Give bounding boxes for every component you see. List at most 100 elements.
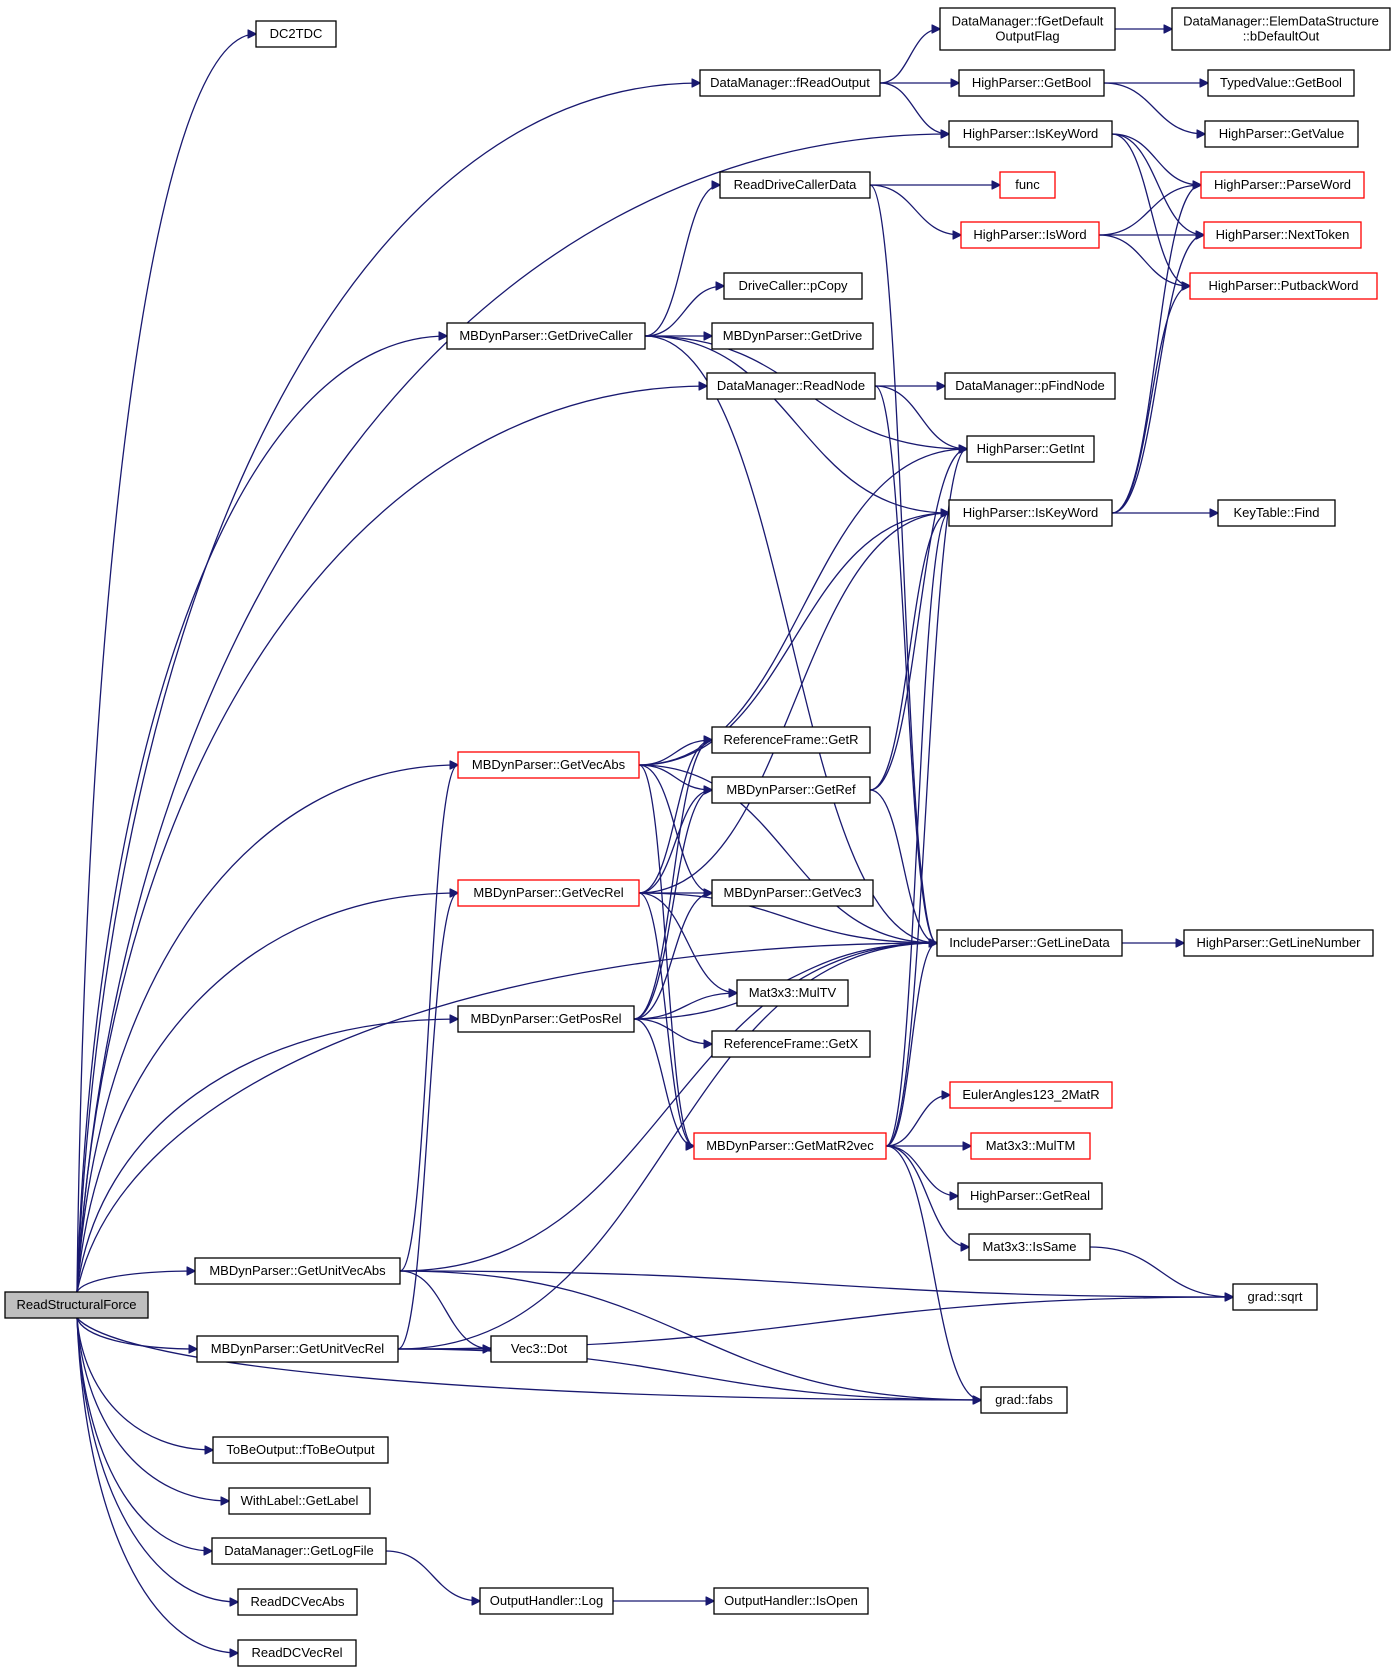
node-mbdynparser-getdrive[interactable]: MBDynParser::GetDrive (711, 322, 874, 350)
node-box (194, 1257, 401, 1285)
node-highparser-iskeyword[interactable]: HighParser::IsKeyWord (948, 499, 1113, 527)
node-mat3x3-multm[interactable]: Mat3x3::MulTM (970, 1132, 1091, 1160)
node-box (968, 1233, 1091, 1261)
node-tobeoutput-ftobeoutput[interactable]: ToBeOutput::fToBeOutput (212, 1436, 389, 1464)
node-mbdynparser-getref[interactable]: MBDynParser::GetRef (711, 776, 871, 804)
node-readdcvecabs[interactable]: ReadDCVecAbs (237, 1588, 358, 1616)
node-datamanager-getlogfile[interactable]: DataManager::GetLogFile (211, 1537, 387, 1565)
node-includeparser-getlinedata[interactable]: IncludeParser::GetLineData (936, 929, 1123, 957)
edge-m33_issame-to-grad_sqrt (1089, 1246, 1233, 1297)
node-box (212, 1436, 389, 1464)
edge-root-to-mbd_getunitvecrel (76, 1317, 197, 1349)
edge-root-to-wl_getlabel (76, 1317, 229, 1501)
edge-mbd_getref-to-hp_iskeyword2 (869, 513, 949, 791)
edge-root-to-mbd_getvecabs (76, 765, 458, 1293)
node-box (736, 979, 849, 1007)
node-readstructuralforce[interactable]: ReadStructuralForce (4, 1291, 149, 1319)
node-mbdynparser-getdrivecaller[interactable]: MBDynParser::GetDriveCaller (446, 322, 646, 350)
node-dc2tdc[interactable]: DC2TDC (255, 20, 337, 48)
node-box (228, 1487, 371, 1515)
node-label: MBDynParser::GetUnitVecAbs (209, 1263, 386, 1278)
node-highparser-putbackword[interactable]: HighParser::PutbackWord (1189, 272, 1378, 300)
node-typedvalue-getbool[interactable]: TypedValue::GetBool (1207, 69, 1355, 97)
node-datamanager-freadoutput[interactable]: DataManager::fReadOutput (699, 69, 881, 97)
node-mbdynparser-getmatr2vec[interactable]: MBDynParser::GetMatR2vec (693, 1132, 887, 1160)
node-highparser-getint[interactable]: HighParser::GetInt (966, 435, 1095, 463)
node-mbdynparser-getvecabs[interactable]: MBDynParser::GetVecAbs (457, 751, 640, 779)
node-keytable-find[interactable]: KeyTable::Find (1217, 499, 1336, 527)
edge-mbd_getmatr2vec-to-m33_issame (885, 1145, 969, 1247)
node-box (1203, 221, 1362, 249)
node-outputhandler-isopen[interactable]: OutputHandler::IsOpen (713, 1587, 869, 1615)
node-mat3x3-issame[interactable]: Mat3x3::IsSame (968, 1233, 1091, 1261)
node-label: DataManager::fReadOutput (710, 75, 870, 90)
edge-root-to-dm_getlogfile (76, 1317, 212, 1551)
node-readdcvecrel[interactable]: ReadDCVecRel (237, 1639, 357, 1667)
edge-mbd_getunitvecabs-to-mbd_getvecabs (399, 765, 458, 1272)
edge-mbd_getunitvecabs-to-ip_getlinedata (399, 943, 937, 1272)
edge-mbd_getmatr2vec-to-hp_iskeyword2 (885, 513, 949, 1147)
edge-mbd_getdrivecaller-to-dc_pcopy (644, 286, 724, 337)
node-mbdynparser-getunitvecrel[interactable]: MBDynParser::GetUnitVecRel (196, 1335, 399, 1363)
edge-hp_iskeyword2-to-hp_nexttoken (1111, 235, 1204, 514)
node-label: MBDynParser::GetVecRel (473, 885, 623, 900)
node-vec3-dot[interactable]: Vec3::Dot (490, 1335, 588, 1363)
edge-mbd_getunitvecrel-to-mbd_getvecrel (397, 893, 458, 1350)
node-box (446, 322, 646, 350)
node-box (706, 372, 876, 400)
node-label: ReadDriveCallerData (734, 177, 858, 192)
edge-root-to-grad_fabs (76, 1317, 981, 1400)
node-outputhandler-log[interactable]: OutputHandler::Log (479, 1587, 614, 1615)
node-label: MBDynParser::GetDrive (723, 328, 862, 343)
node-highparser-getbool[interactable]: HighParser::GetBool (958, 69, 1105, 97)
node-box (1232, 1283, 1318, 1311)
edge-root-to-hp_iskeyword1 (76, 134, 949, 1293)
node-func[interactable]: func (999, 171, 1056, 199)
node-withlabel-getlabel[interactable]: WithLabel::GetLabel (228, 1487, 371, 1515)
node-label: Mat3x3::MulTV (749, 985, 837, 1000)
node-box (490, 1335, 588, 1363)
edge-mbd_getvecabs-to-hp_getint (638, 449, 967, 766)
node-mbdynparser-getposrel[interactable]: MBDynParser::GetPosRel (457, 1005, 635, 1033)
node-highparser-iskeyword[interactable]: HighParser::IsKeyWord (948, 120, 1113, 148)
node-drivecaller-pcopy[interactable]: DriveCaller::pCopy (723, 272, 863, 300)
node-mbdynparser-getunitvecabs[interactable]: MBDynParser::GetUnitVecAbs (194, 1257, 401, 1285)
node-highparser-getlinenumber[interactable]: HighParser::GetLineNumber (1183, 929, 1374, 957)
node-datamanager-readnode[interactable]: DataManager::ReadNode (706, 372, 876, 400)
node-grad-sqrt[interactable]: grad::sqrt (1232, 1283, 1318, 1311)
node-label: HighParser::GetBool (972, 75, 1091, 90)
node-label: DataManager::GetLogFile (224, 1543, 374, 1558)
node-readdrivecallerdata[interactable]: ReadDriveCallerData (719, 171, 871, 199)
node-referenceframe-getr[interactable]: ReferenceFrame::GetR (711, 726, 871, 754)
node-box (1183, 929, 1374, 957)
node-grad-fabs[interactable]: grad::fabs (980, 1386, 1068, 1414)
node-label: HighParser::GetLineNumber (1196, 935, 1361, 950)
node-box (699, 69, 881, 97)
node-label: Vec3::Dot (511, 1341, 568, 1356)
node-mbdynparser-getvec3[interactable]: MBDynParser::GetVec3 (711, 879, 874, 907)
edge-hp_iskeyword2-to-hp_putbackword (1111, 286, 1190, 514)
node-highparser-getreal[interactable]: HighParser::GetReal (957, 1182, 1103, 1210)
node-highparser-nexttoken[interactable]: HighParser::NextToken (1203, 221, 1362, 249)
node-mat3x3-multv[interactable]: Mat3x3::MulTV (736, 979, 849, 1007)
edge-mbd_getmatr2vec-to-hp_getreal (885, 1145, 958, 1196)
node-label: OutputFlag (995, 29, 1059, 44)
node-eulerangles123-2matr[interactable]: EulerAngles123_2MatR (949, 1081, 1113, 1109)
node-datamanager-pfindnode[interactable]: DataManager::pFindNode (944, 372, 1116, 400)
node-highparser-getvalue[interactable]: HighParser::GetValue (1204, 120, 1359, 148)
edge-mbd_getmatr2vec-to-ea123_2matr (885, 1095, 950, 1147)
edge-hp_iskeyword1-to-hp_parseword (1111, 133, 1201, 185)
node-label: HighParser::GetInt (977, 441, 1085, 456)
node-label: ::bDefaultOut (1243, 29, 1320, 44)
node-referenceframe-getx[interactable]: ReferenceFrame::GetX (711, 1030, 871, 1058)
node-label: func (1015, 177, 1040, 192)
node-datamanager-elemdatastructure-bdefaultout[interactable]: DataManager::ElemDataStructure::bDefault… (1171, 7, 1391, 51)
edge-root-to-dm_freadoutput (76, 83, 700, 1293)
edge-mbd_getvecabs-to-ip_getlinedata (638, 764, 937, 943)
node-box (723, 272, 863, 300)
node-highparser-isword[interactable]: HighParser::IsWord (960, 221, 1100, 249)
node-mbdynparser-getvecrel[interactable]: MBDynParser::GetVecRel (457, 879, 640, 907)
node-highparser-parseword[interactable]: HighParser::ParseWord (1200, 171, 1365, 199)
node-label: DC2TDC (270, 26, 323, 41)
